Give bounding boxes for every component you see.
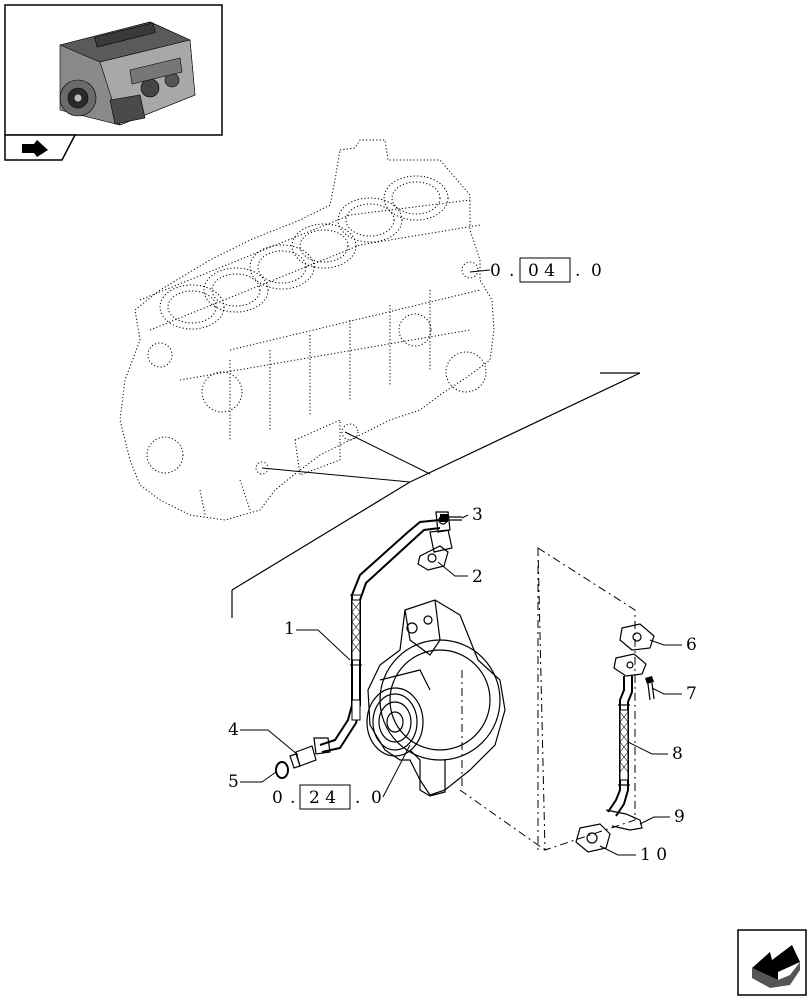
callout-6[interactable]: 6 (649, 635, 697, 655)
next-page-arrow-icon[interactable] (737, 929, 807, 996)
washer-part-5 (275, 761, 289, 779)
callout-10-label: 1 0 (640, 845, 667, 865)
ref-engine-prefix: 0 (490, 261, 501, 281)
callout-9-label: 9 (674, 807, 685, 827)
ref-turbo-suffix: 0 (371, 788, 382, 808)
callout-8-label: 8 (672, 744, 683, 764)
ref-engine-suffix: 0 (591, 261, 602, 281)
callout-2[interactable]: 2 (437, 561, 483, 587)
callout-8[interactable]: 8 (627, 741, 683, 764)
callout-1-label: 1 (284, 619, 295, 639)
svg-text:.: . (355, 788, 360, 808)
callout-1[interactable]: 1 (284, 619, 351, 661)
svg-text:.: . (290, 788, 295, 808)
callout-3[interactable]: 3 (461, 505, 483, 525)
svg-text:.: . (575, 261, 580, 281)
callout-7[interactable]: 7 (651, 684, 697, 704)
callout-2-label: 2 (472, 567, 483, 587)
callout-4[interactable]: 4 (228, 720, 299, 756)
connection-leaders (231, 372, 641, 618)
callout-3-label: 3 (472, 505, 483, 525)
callout-5[interactable]: 5 (228, 771, 277, 792)
ref-engine-section: 0 4 (528, 261, 555, 281)
engine-block-reference[interactable]: 0 . 0 4 . 0 (469, 257, 602, 283)
ref-turbo-section: 2 4 (309, 788, 336, 808)
svg-text:.: . (509, 261, 514, 281)
view-arrow-icon[interactable] (4, 134, 77, 161)
fitting-part-4 (289, 745, 317, 769)
callout-5-label: 5 (228, 772, 239, 792)
bolt-part-3 (440, 514, 462, 522)
turbocharger-drawing (366, 599, 506, 797)
engine-block-drawing (119, 139, 495, 521)
turbocharger-reference[interactable]: 0 . 2 4 . 0 (272, 744, 411, 810)
engine-thumbnail-icon[interactable] (4, 4, 223, 136)
callout-7-label: 7 (686, 684, 697, 704)
ref-turbo-prefix: 0 (272, 788, 283, 808)
callout-4-label: 4 (228, 720, 239, 740)
callout-10[interactable]: 1 0 (599, 845, 667, 865)
oil-feed-pipe (313, 511, 451, 755)
oil-drain-pipe (459, 547, 655, 853)
callout-6-label: 6 (686, 635, 697, 655)
gasket-part-2 (417, 529, 453, 571)
callout-9[interactable]: 9 (639, 807, 685, 827)
